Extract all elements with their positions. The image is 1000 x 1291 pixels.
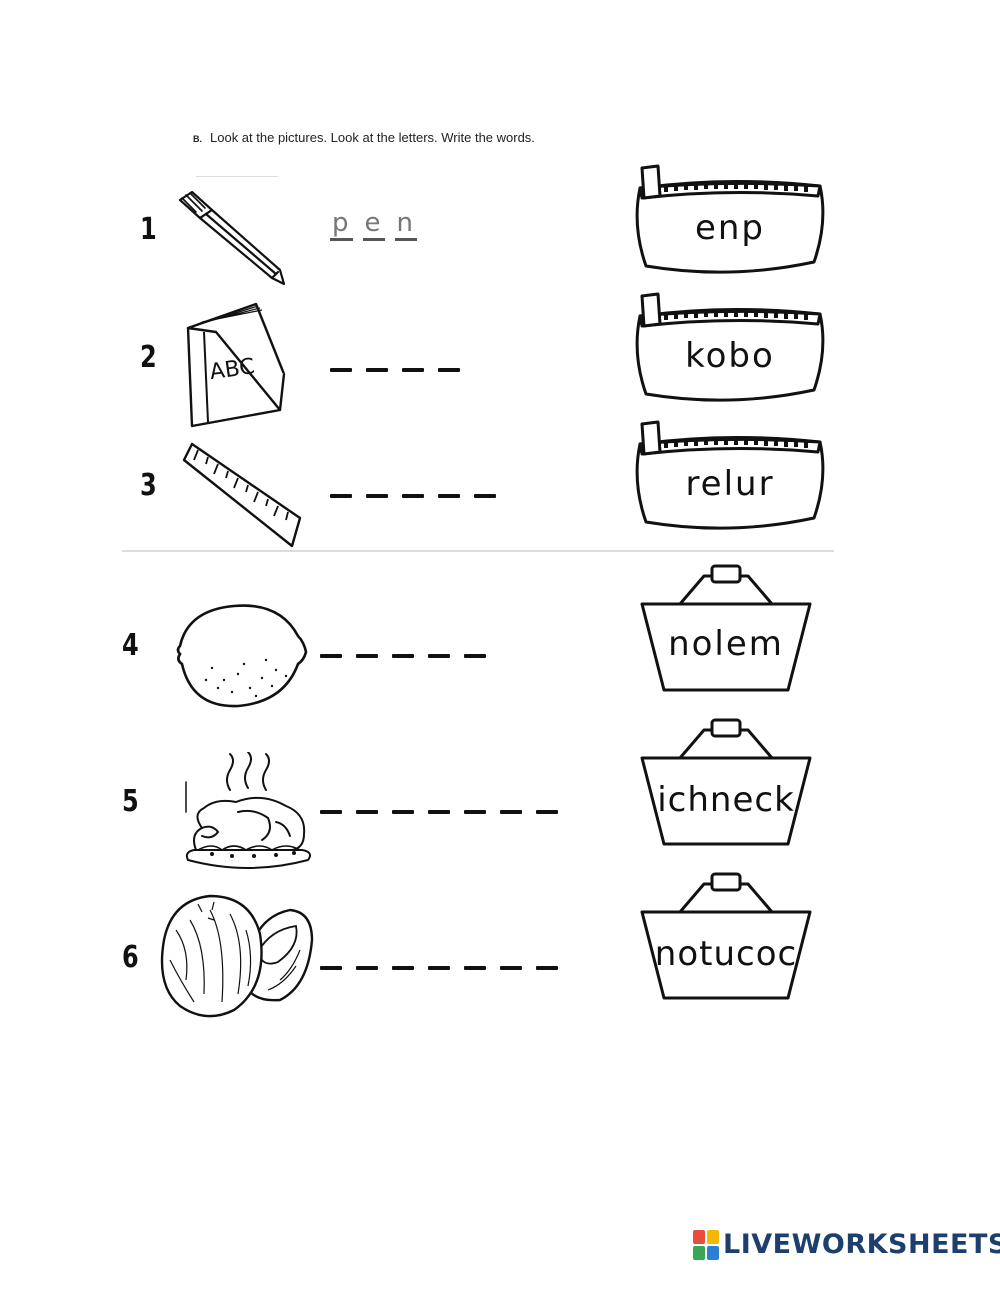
- letter-blank[interactable]: [366, 494, 388, 498]
- ruler-icon: [182, 442, 302, 548]
- pencil-case-icon: [635, 420, 825, 530]
- basket-icon: [640, 872, 812, 1000]
- letter-blank[interactable]: [474, 494, 496, 498]
- answer-blanks-4[interactable]: [320, 654, 486, 658]
- letter-blank[interactable]: [320, 810, 342, 814]
- example-letter: e: [362, 208, 385, 241]
- instruction: B. Look at the pictures. Look at the lett…: [193, 130, 535, 145]
- scrambled-word-2: kobo: [685, 336, 775, 376]
- letter-blank[interactable]: [330, 494, 352, 498]
- letter-blank[interactable]: [428, 810, 450, 814]
- letter-blank[interactable]: [366, 368, 388, 372]
- answer-blanks-6[interactable]: [320, 966, 558, 970]
- scrambled-word-3: relur: [685, 464, 775, 504]
- example-answer: p e n: [330, 208, 417, 241]
- letter-blank[interactable]: [356, 654, 378, 658]
- letter-blank[interactable]: [402, 368, 424, 372]
- letter-blank[interactable]: [320, 966, 342, 970]
- letter-blank[interactable]: [438, 368, 460, 372]
- answer-blanks-2[interactable]: [330, 368, 460, 372]
- letter-blank[interactable]: [500, 966, 522, 970]
- answer-blanks-3[interactable]: [330, 494, 496, 498]
- roast-chicken-icon: [185, 752, 311, 869]
- letter-blank[interactable]: [438, 494, 460, 498]
- scrambled-word-5: ichneck: [657, 780, 795, 820]
- letter-blank[interactable]: [392, 810, 414, 814]
- letter-blank[interactable]: [330, 368, 352, 372]
- example-letter: n: [394, 208, 417, 241]
- letter-blank[interactable]: [464, 654, 486, 658]
- letter-blank[interactable]: [356, 966, 378, 970]
- item-number-5: 5: [122, 784, 139, 819]
- example-letter: p: [330, 208, 353, 241]
- instruction-tag: B.: [193, 134, 202, 144]
- coconut-icon: [160, 894, 314, 1018]
- letter-blank[interactable]: [392, 654, 414, 658]
- letter-blank[interactable]: [428, 654, 450, 658]
- item-number-2: 2: [140, 340, 157, 375]
- letter-blank[interactable]: [428, 966, 450, 970]
- pen-icon: [178, 190, 286, 286]
- book-cover-text: ABC: [208, 354, 256, 385]
- pencil-case-icon: [635, 292, 825, 402]
- liveworksheets-logo-icon: [693, 1229, 719, 1260]
- book-icon: ABC: [186, 302, 286, 428]
- letter-blank[interactable]: [320, 654, 342, 658]
- basket-icon: [640, 564, 812, 692]
- letter-blank[interactable]: [536, 810, 558, 814]
- item-number-4: 4: [122, 628, 139, 663]
- scrambled-word-6: notucoc: [654, 934, 798, 974]
- scrambled-word-1: enp: [694, 208, 766, 248]
- item-number-3: 3: [140, 468, 157, 503]
- section-divider: [122, 550, 834, 552]
- brand-name: LIVEWORKSHEETS: [723, 1229, 1000, 1260]
- scrambled-word-4: nolem: [668, 624, 784, 664]
- letter-blank[interactable]: [402, 494, 424, 498]
- item-number-1: 1: [140, 212, 157, 247]
- item-number-6: 6: [122, 940, 139, 975]
- pencil-case-icon: [635, 164, 825, 274]
- letter-blank[interactable]: [392, 966, 414, 970]
- letter-blank[interactable]: [536, 966, 558, 970]
- top-divider: [196, 176, 278, 177]
- letter-blank[interactable]: [464, 810, 486, 814]
- letter-blank[interactable]: [500, 810, 522, 814]
- letter-blank[interactable]: [356, 810, 378, 814]
- instruction-text: Look at the pictures. Look at the letter…: [210, 130, 535, 145]
- brand-logo: LIVEWORKSHEETS: [693, 1229, 1000, 1260]
- answer-blanks-5[interactable]: [320, 810, 558, 814]
- lemon-icon: [176, 604, 308, 708]
- letter-blank[interactable]: [464, 966, 486, 970]
- basket-icon: [640, 718, 812, 846]
